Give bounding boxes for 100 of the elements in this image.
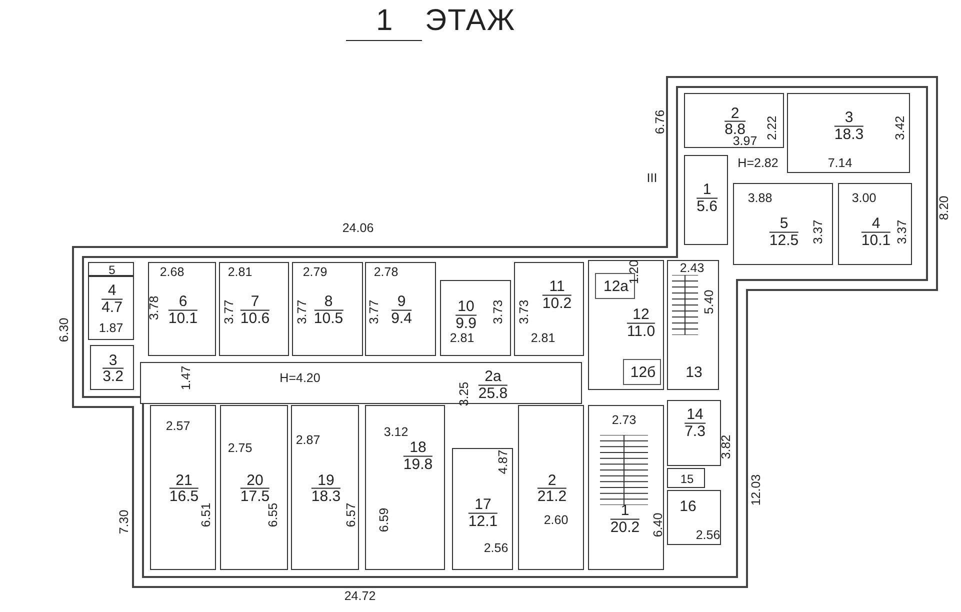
dimension-label: 3.37 (895, 220, 909, 244)
room (88, 276, 134, 340)
room-number: 15 (680, 472, 694, 486)
room (838, 183, 912, 265)
room-number: 12а (603, 278, 629, 296)
dimension-label: 1.87 (98, 321, 124, 335)
dimension-label: 6.57 (344, 502, 358, 528)
room-number: 2 (537, 472, 567, 489)
dimension-label: 3.97 (732, 134, 758, 148)
dimension-label: 6.59 (377, 508, 391, 532)
room-area: 10.2 (542, 296, 572, 312)
room (219, 262, 289, 356)
room (452, 448, 513, 570)
room (667, 260, 719, 390)
dimension-label: 2.75 (228, 441, 252, 455)
room-number: 8 (314, 294, 344, 310)
room-number: 13 (686, 364, 702, 382)
room (684, 93, 784, 148)
room-number: 10 (456, 298, 476, 316)
room-area: 17.5 (240, 489, 270, 505)
room-number: 6 (168, 294, 198, 310)
room-area: 12.5 (769, 232, 799, 248)
dimension-label: 2.22 (765, 116, 779, 140)
dimension-label: 3.88 (748, 191, 772, 205)
room-number: 9 (391, 294, 412, 310)
dimension-label: 2.60 (544, 513, 568, 527)
room-number: 11 (542, 278, 572, 296)
room-area: 25.8 (478, 386, 508, 402)
room-number: 5 (108, 263, 116, 278)
room (292, 262, 363, 356)
room (514, 262, 584, 356)
dimension-label: III (646, 171, 658, 185)
room-number: 2а (478, 368, 508, 386)
dimension-label: 6.55 (266, 502, 280, 528)
room-area: 9.4 (391, 310, 412, 326)
room-number: 21 (169, 472, 199, 489)
room (440, 280, 511, 356)
dimension-label: 8.20 (937, 196, 951, 220)
room (518, 405, 584, 570)
room (90, 345, 134, 390)
dimension-label: H=4.20 (280, 371, 320, 385)
dimension-label: 3.78 (147, 296, 161, 320)
room-number: 7 (240, 294, 270, 310)
dimension-label: 3.77 (367, 300, 381, 324)
dimension-label: 2.87 (296, 433, 320, 447)
dimension-label: 6.76 (653, 110, 667, 134)
room-number: 14 (684, 406, 706, 424)
room (220, 405, 288, 570)
room-area: 9.9 (456, 316, 476, 332)
dimension-label: 2.57 (166, 419, 190, 433)
room-number: 3 (834, 110, 864, 126)
room (140, 362, 582, 404)
room (787, 93, 910, 173)
room-area: 16.5 (169, 489, 199, 505)
dimension-label: 4.87 (496, 450, 510, 474)
room-number: 16 (680, 498, 696, 516)
room (88, 262, 134, 276)
room-number: 12б (630, 364, 656, 382)
room-number: 1 (696, 182, 718, 198)
room-number: 2 (724, 105, 746, 122)
dimension-label: 3.82 (719, 434, 733, 460)
room (667, 400, 721, 466)
dimension-label: 3.77 (295, 300, 309, 324)
room-area: 5.6 (696, 198, 718, 214)
room (684, 155, 728, 245)
room-area: 3.2 (102, 369, 124, 385)
room-area: 12.1 (468, 514, 498, 530)
dimension-label: 2.81 (228, 265, 252, 279)
dimension-label: 3.37 (811, 220, 825, 244)
dimension-label: 3.42 (893, 116, 907, 140)
dimension-label: 3.73 (517, 300, 531, 324)
dimension-label: 6.40 (651, 512, 665, 538)
dimension-label: 3.12 (384, 425, 408, 439)
room (365, 262, 436, 356)
room-number: 18 (403, 440, 433, 456)
dimension-label: 24.06 (342, 221, 374, 235)
dimension-label: 2.81 (450, 331, 474, 345)
room (365, 405, 445, 570)
dimension-label: H=2.82 (738, 156, 778, 170)
room-area: 11.0 (626, 324, 656, 340)
dimension-label: 6.30 (57, 318, 71, 342)
room-number: 20 (240, 472, 270, 489)
room (588, 405, 664, 570)
dimension-label: 2.43 (680, 261, 704, 275)
dimension-label: 3.73 (491, 300, 505, 324)
room-area: 20.2 (610, 520, 640, 536)
room (291, 405, 359, 570)
room-area: 10.6 (240, 310, 270, 326)
dimension-label: 7.14 (828, 156, 852, 170)
dimension-label: 12.03 (749, 474, 763, 506)
dimension-label: 1.47 (179, 366, 193, 390)
room (667, 490, 721, 545)
room (150, 405, 216, 570)
room (667, 468, 705, 488)
dimension-label: 2.56 (484, 541, 508, 555)
room-area: 10.1 (168, 310, 198, 326)
room-number: 1 (610, 502, 640, 520)
room-area: 4.7 (102, 300, 122, 316)
room-number: 12 (626, 306, 656, 324)
room-number: 4 (861, 216, 891, 232)
